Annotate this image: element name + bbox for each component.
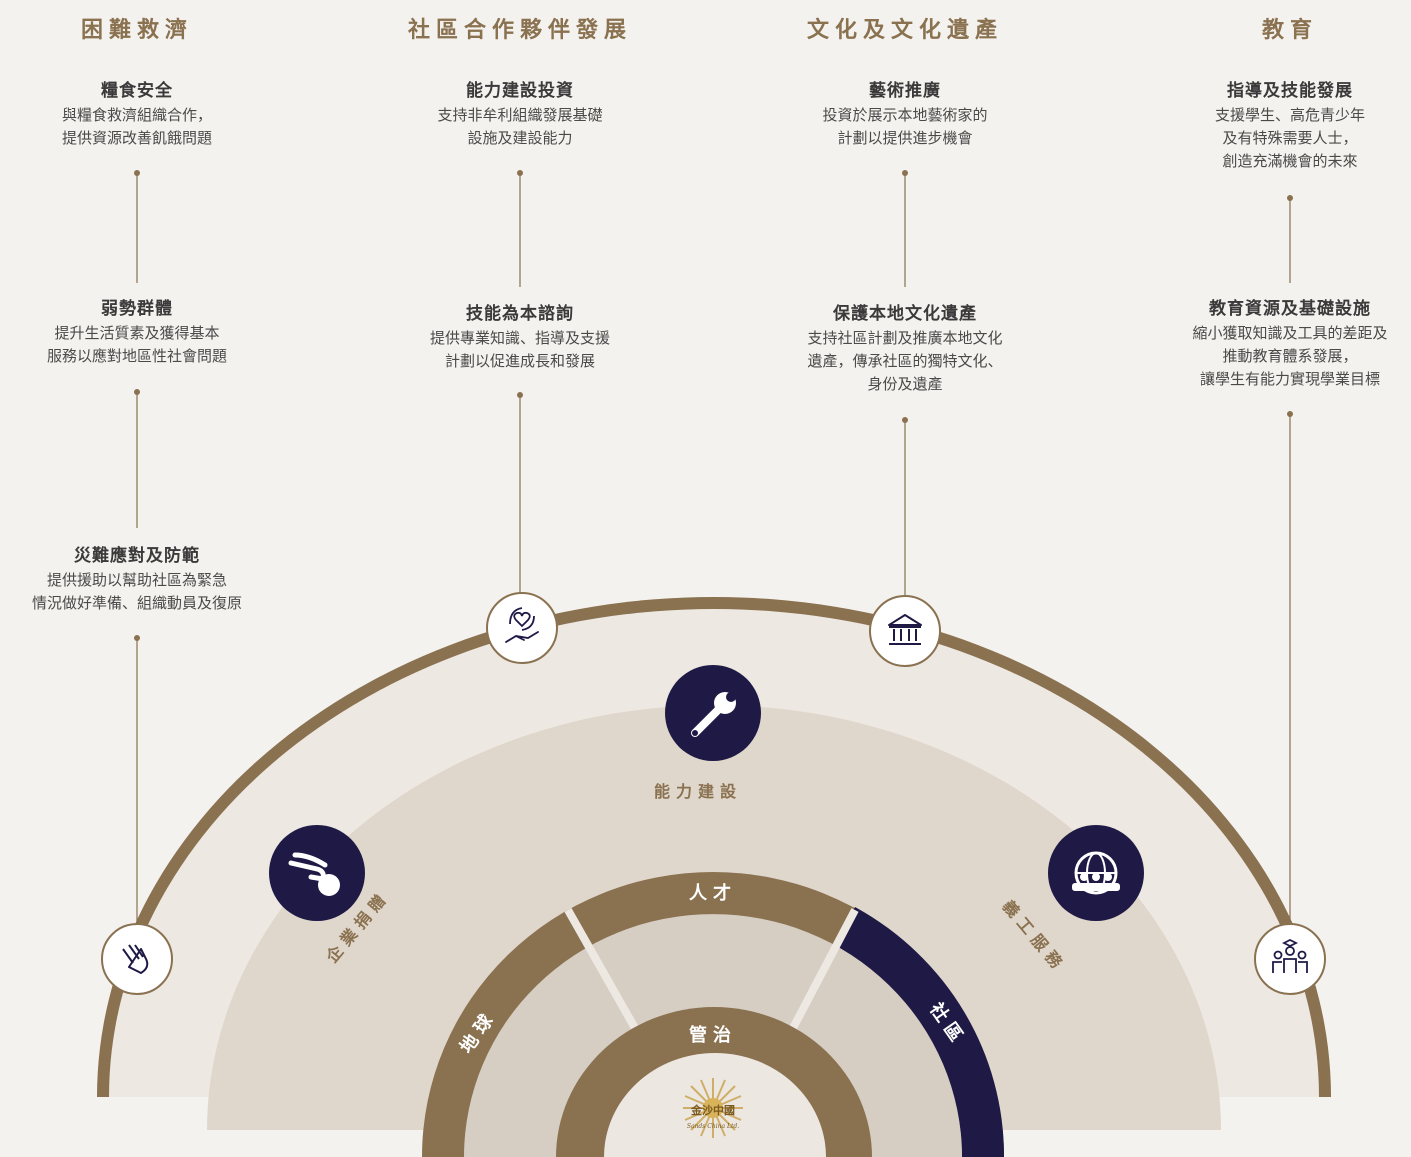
item-desc-line: 推動教育體系發展， [1222,347,1358,365]
item-skills-consulting: 技能為本諮詢 提供專業知識、指導及支援 計劃以促進成長和發展 [430,299,610,373]
item-desc-line: 創造充滿機會的未來 [1222,152,1358,170]
item-desc-line: 支持非牟利組織發展基礎 [437,106,603,124]
inner-ring-segment-community [834,907,1005,1157]
item-desc-line: 與糧食救濟組織合作， [61,106,213,124]
item-desc-line: 讓學生有能力實現學業目標 [1199,370,1381,388]
heart-care-icon [486,592,558,664]
hands-icon [101,923,173,995]
inner-ring-separator-right [788,908,859,1032]
item-desc-line: 情況做好準備、組織動員及復原 [31,594,243,612]
item-mentoring-skills: 指導及技能發展 支援學生、高危青少年 及有特殊需要人士， 創造充滿機會的未來 [1215,76,1365,173]
item-food-security: 糧食安全 與糧食救濟組織合作， 提供資源改善飢餓問題 [62,76,212,150]
item-desc-line: 設施及建設能力 [467,129,573,147]
connector-lines [136,173,1291,923]
item-desc-line: 提供援助以幫助社區為緊急 [46,571,228,589]
inner-segment-label-talent: 人才 [689,882,737,904]
museum-icon [869,595,941,667]
item-desc-line: 提升生活質素及獲得基本 [54,324,220,342]
item-desc-line: 提供專業知識、指導及支援 [429,329,611,347]
item-vulnerable-groups: 弱勢群體 提升生活質素及獲得基本 服務以應對地區性社會問題 [47,294,227,368]
item-desc-line: 計劃以促進成長和發展 [444,352,596,370]
item-desc-line: 遺產，傳承社區的獨特文化、 [807,352,1003,370]
hand-coin-icon [269,825,365,921]
item-desc-line: 支持社區計劃及推廣本地文化 [807,329,1003,347]
item-desc-line: 縮小獲取知識及工具的差距及 [1192,324,1388,342]
globe-people-icon [1048,825,1144,921]
item-title: 能力建設投資 [465,81,574,101]
item-title: 弱勢群體 [100,299,173,319]
item-desc-line: 支援學生、高危青少年 [1214,106,1366,124]
item-heritage-protection: 保護本地文化遺產 支持社區計劃及推廣本地文化 遺產，傳承社區的獨特文化、 身份及… [807,299,1002,396]
core-label: 管治 [689,1024,737,1046]
item-desc-line: 及有特殊需要人士， [1222,129,1358,147]
heading-community-partner-development: 社區合作夥伴發展 [407,18,633,43]
sands-china-logo: 金沙中國 Sands China Ltd. [683,1078,743,1138]
item-title: 災難應對及防範 [73,546,200,566]
item-desc-line: 服務以應對地區性社會問題 [46,347,228,365]
item-capacity-investment: 能力建設投資 支持非牟利組織發展基礎 設施及建設能力 [437,76,602,150]
inner-ring-separator-left [564,908,640,1032]
heading-hardship-relief: 困難救濟 [80,18,194,43]
item-title: 教育資源及基礎設施 [1208,299,1371,319]
connector-dots [134,170,1293,641]
item-title: 保護本地文化遺產 [832,304,977,324]
heading-culture-heritage: 文化及文化遺產 [806,18,1004,43]
wrench-icon [665,665,761,761]
item-title: 糧食安全 [100,81,173,101]
item-desc-line: 提供資源改善飢餓問題 [61,129,213,147]
logo-text: 金沙中國 [690,1103,735,1117]
item-title: 藝術推廣 [868,81,941,101]
item-desc-line: 投資於展示本地藝術家的 [822,106,988,124]
item-title: 指導及技能發展 [1226,81,1353,101]
item-education-resources: 教育資源及基礎設施 縮小獲取知識及工具的差距及 推動教育體系發展， 讓學生有能力… [1192,294,1387,391]
heading-education: 教育 [1261,18,1319,43]
item-desc-line: 計劃以提供進步機會 [837,129,973,147]
item-desc-line: 身份及遺產 [867,375,943,393]
logo-subtext: Sands China Ltd. [687,1123,739,1130]
item-arts-promotion: 藝術推廣 投資於展示本地藝術家的 計劃以提供進步機會 [822,76,987,150]
item-title: 技能為本諮詢 [465,304,574,324]
graduates-icon [1254,923,1326,995]
middle-label-capacity: 能力建設 [654,782,742,801]
item-disaster-response: 災難應對及防範 提供援助以幫助社區為緊急 情況做好準備、組織動員及復原 [32,541,242,615]
